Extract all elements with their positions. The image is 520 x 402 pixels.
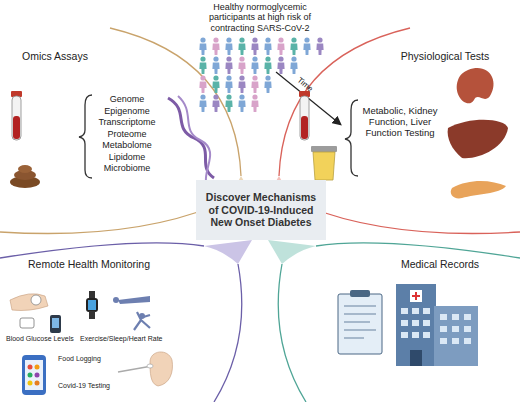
cohort-label: Healthy normoglycemic participants at hi… (193, 2, 327, 33)
quadrant-region: Medical Records (280, 255, 520, 402)
item-text: Blood Glucose Levels (6, 335, 86, 343)
center-box: Discover Mechanisms of COVID-19-Induced … (196, 180, 326, 240)
section-heading: Medical Records (380, 258, 500, 270)
item-text: Lipidome (92, 152, 162, 162)
arc (279, 28, 410, 176)
arc (0, 206, 214, 234)
remote-icons (10, 291, 172, 395)
item-text: Exercise/Sleep/Heart Rate (80, 335, 190, 343)
physio-icons (299, 68, 508, 198)
item-text: Proteome (92, 129, 162, 139)
section-heading: Discover Mechanisms of COVID-19-Induced … (201, 191, 321, 229)
item-text: Covid-19 Testing (58, 382, 138, 390)
quadrant-region: Omics AssaysGenomeEpigenomeTranscriptome… (0, 40, 240, 190)
quadrant-region: Remote Health MonitoringBlood Glucose Le… (0, 255, 240, 402)
arc (214, 264, 242, 402)
arc (316, 243, 520, 258)
records-icons (338, 284, 478, 366)
quadrant-region: Physiological TestsMetabolic, Kidney Fun… (280, 40, 520, 190)
wedge (268, 240, 316, 264)
item-text: Food Logging (58, 355, 128, 363)
item-text: Microbiome (92, 163, 162, 173)
arc (0, 243, 204, 258)
item-text: Metabolome (92, 140, 162, 150)
section-heading: Remote Health Monitoring (28, 258, 198, 270)
section-heading: Omics Assays (22, 50, 142, 62)
item-text: Transcriptome (92, 117, 162, 127)
item-text: Genome (92, 94, 162, 104)
arc (306, 206, 520, 234)
wedge (204, 240, 252, 264)
arc (278, 264, 306, 402)
omics-icons (10, 91, 214, 188)
item-text: Epigenome (92, 106, 162, 116)
item-text: Metabolic, Kidney Function, Liver Functi… (358, 106, 442, 139)
section-heading: Physiological Tests (380, 50, 510, 62)
